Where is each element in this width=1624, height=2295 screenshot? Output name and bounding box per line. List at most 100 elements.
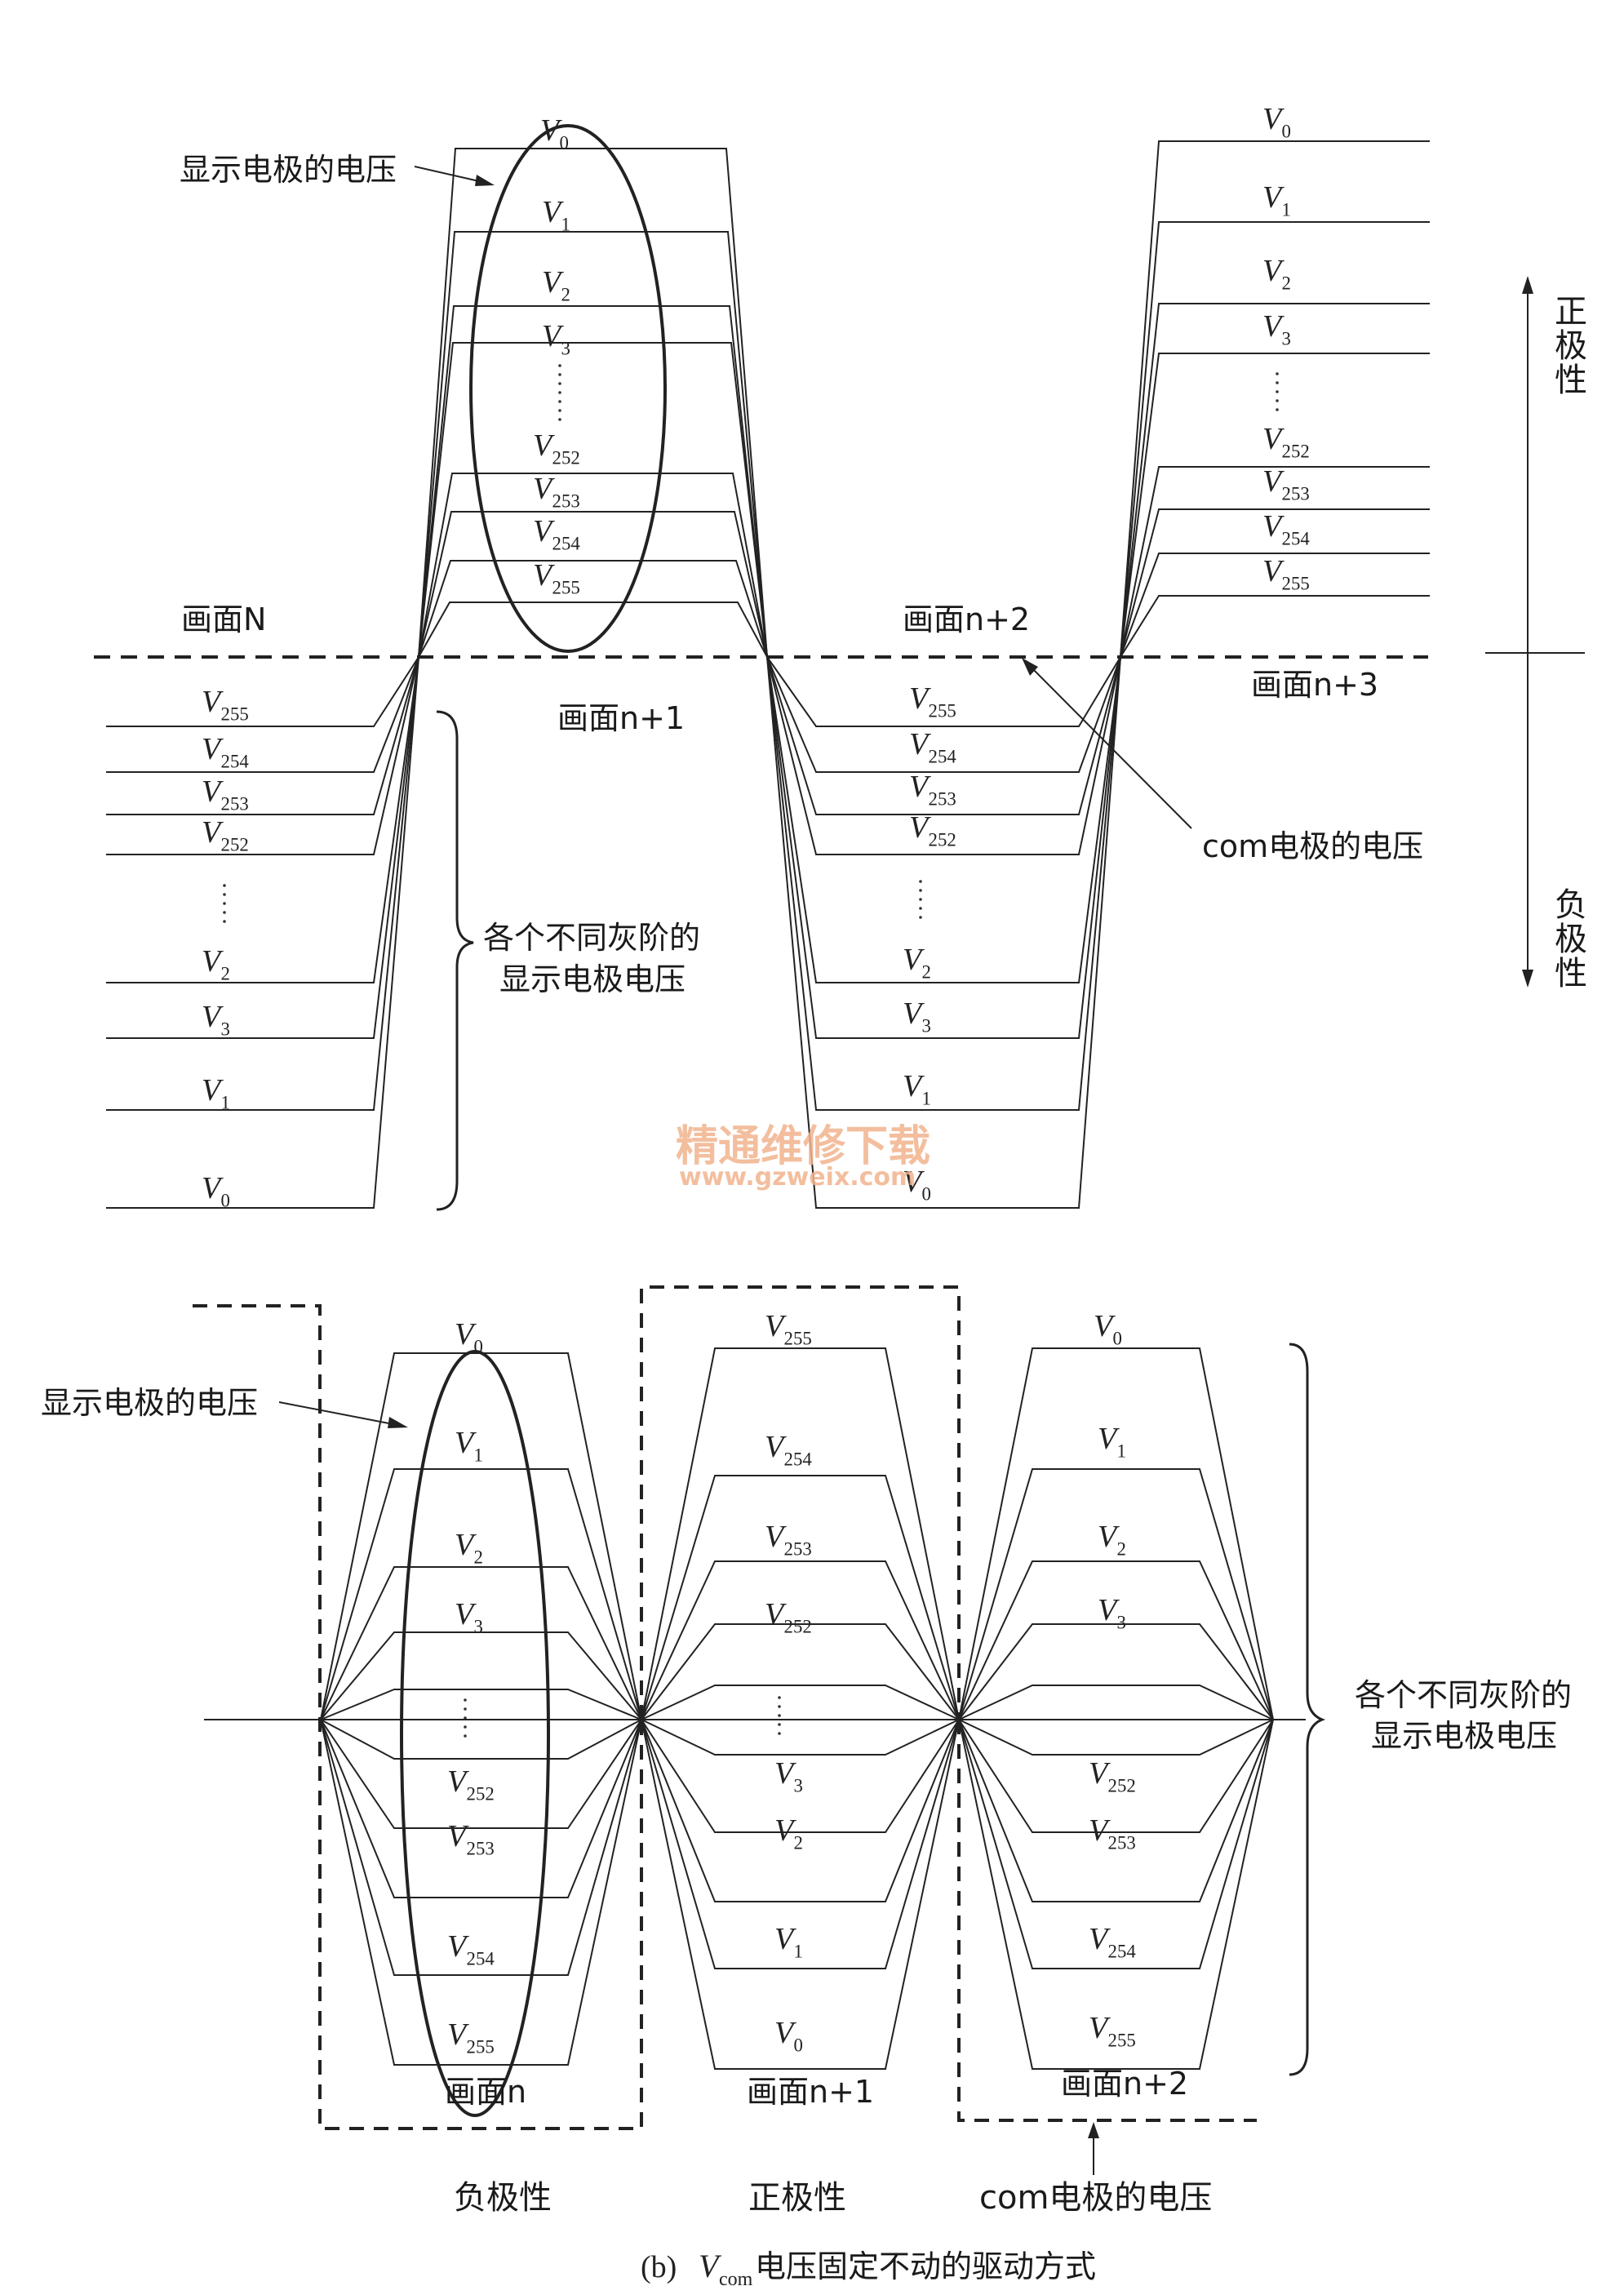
svg-text:252: 252: [467, 1784, 495, 1804]
b-col1-ellipsis: [464, 1698, 467, 1738]
svg-text:V: V: [455, 1597, 477, 1631]
svg-text:2: 2: [1117, 1539, 1126, 1560]
b-col2-line: [641, 1347, 960, 1720]
a-positive-arrowhead: [1522, 276, 1533, 294]
svg-text:0: 0: [794, 2035, 803, 2056]
svg-text:V: V: [1089, 2011, 1111, 2045]
polarity-char: 正: [1555, 293, 1587, 331]
a-right-positive-line: [1120, 553, 1430, 658]
a-right-positive-line: [1120, 353, 1430, 658]
b-col3-line: [958, 1719, 1274, 1902]
a-left-negative-line: [106, 656, 419, 855]
b-third-dashed-box: [957, 1720, 1257, 2122]
svg-text:V: V: [909, 681, 931, 716]
b-col1-line: [320, 1631, 642, 1720]
a-right-positive-line: [1120, 221, 1430, 658]
svg-text:254: 254: [552, 534, 581, 554]
svg-text:V: V: [909, 727, 931, 761]
svg-text:252: 252: [221, 835, 249, 855]
a-positive-pulse-line: [418, 601, 768, 658]
svg-text:V: V: [533, 514, 555, 548]
svg-text:0: 0: [474, 1337, 483, 1357]
svg-text:3: 3: [922, 1016, 931, 1037]
a-right-positive-line: [1120, 466, 1430, 658]
a-negative-pulse-line: [766, 656, 1121, 727]
svg-text:255: 255: [467, 2037, 495, 2058]
b-col2-ellipsis: [778, 1696, 781, 1735]
svg-text:V: V: [455, 1317, 477, 1352]
svg-text:3: 3: [1117, 1613, 1126, 1633]
b-brace-label-1: 各个不同灰阶的: [1355, 1677, 1572, 1713]
b-col1-line: [320, 1719, 642, 1760]
polarity-char: 极: [1555, 327, 1587, 365]
a-negative-pulse-line: [766, 656, 1121, 1209]
svg-text:V: V: [774, 1813, 796, 1848]
svg-text:V: V: [903, 943, 925, 977]
a-negative-pulse-line: [766, 656, 1121, 773]
svg-text:253: 253: [221, 794, 249, 815]
b-col2-line: [641, 1719, 960, 1756]
svg-text:0: 0: [1113, 1329, 1122, 1349]
b-col2-line: [641, 1719, 960, 1833]
a-positive-pulse-line: [418, 148, 768, 658]
b-display-voltage-label: 显示电极的电压: [41, 1385, 258, 1421]
a-positive-polarity-label: 正极性: [1555, 293, 1587, 399]
svg-text:V: V: [774, 2016, 796, 2050]
svg-text:V: V: [1262, 554, 1285, 588]
svg-text:254: 254: [1282, 529, 1311, 549]
a-positive-pulse-line: [418, 305, 768, 658]
a-com-arrowhead: [1022, 658, 1038, 676]
svg-text:V: V: [1262, 422, 1285, 456]
svg-text:V: V: [447, 1765, 469, 1799]
b-brace-label-2: 显示电极电压: [1371, 1718, 1557, 1754]
polarity-char: 负: [1555, 886, 1587, 924]
svg-text:V: V: [533, 558, 555, 593]
svg-text:V: V: [1262, 309, 1285, 344]
svg-text:V: V: [1094, 1309, 1116, 1343]
a-negative-pulse-line: [766, 656, 1121, 855]
svg-text:253: 253: [467, 1839, 495, 1859]
a-right-positive-line: [1120, 595, 1430, 658]
svg-text:V: V: [542, 195, 564, 229]
a-pos-ellipsis: [558, 364, 561, 421]
svg-text:V: V: [202, 944, 224, 979]
b-negative-dashed-box: [193, 1304, 643, 2130]
svg-text:V: V: [1262, 102, 1285, 136]
svg-text:V: V: [765, 1430, 787, 1464]
svg-text:V: V: [903, 1165, 925, 1199]
a-highlight-ellipse: [469, 124, 667, 653]
svg-text:3: 3: [221, 1019, 230, 1040]
svg-text:V: V: [903, 1069, 925, 1103]
svg-text:254: 254: [467, 1949, 495, 1969]
a-negative-pulse-line: [766, 656, 1121, 1039]
b-display-voltage-arrowhead: [388, 1417, 408, 1428]
b-col1-line: [320, 1566, 642, 1720]
a-left-negative-line: [106, 656, 419, 1209]
b-col3-line: [958, 1623, 1274, 1720]
b-frame-n2-label: 画面n+2: [1061, 2066, 1188, 2102]
b-col3-line: [958, 1685, 1274, 1720]
